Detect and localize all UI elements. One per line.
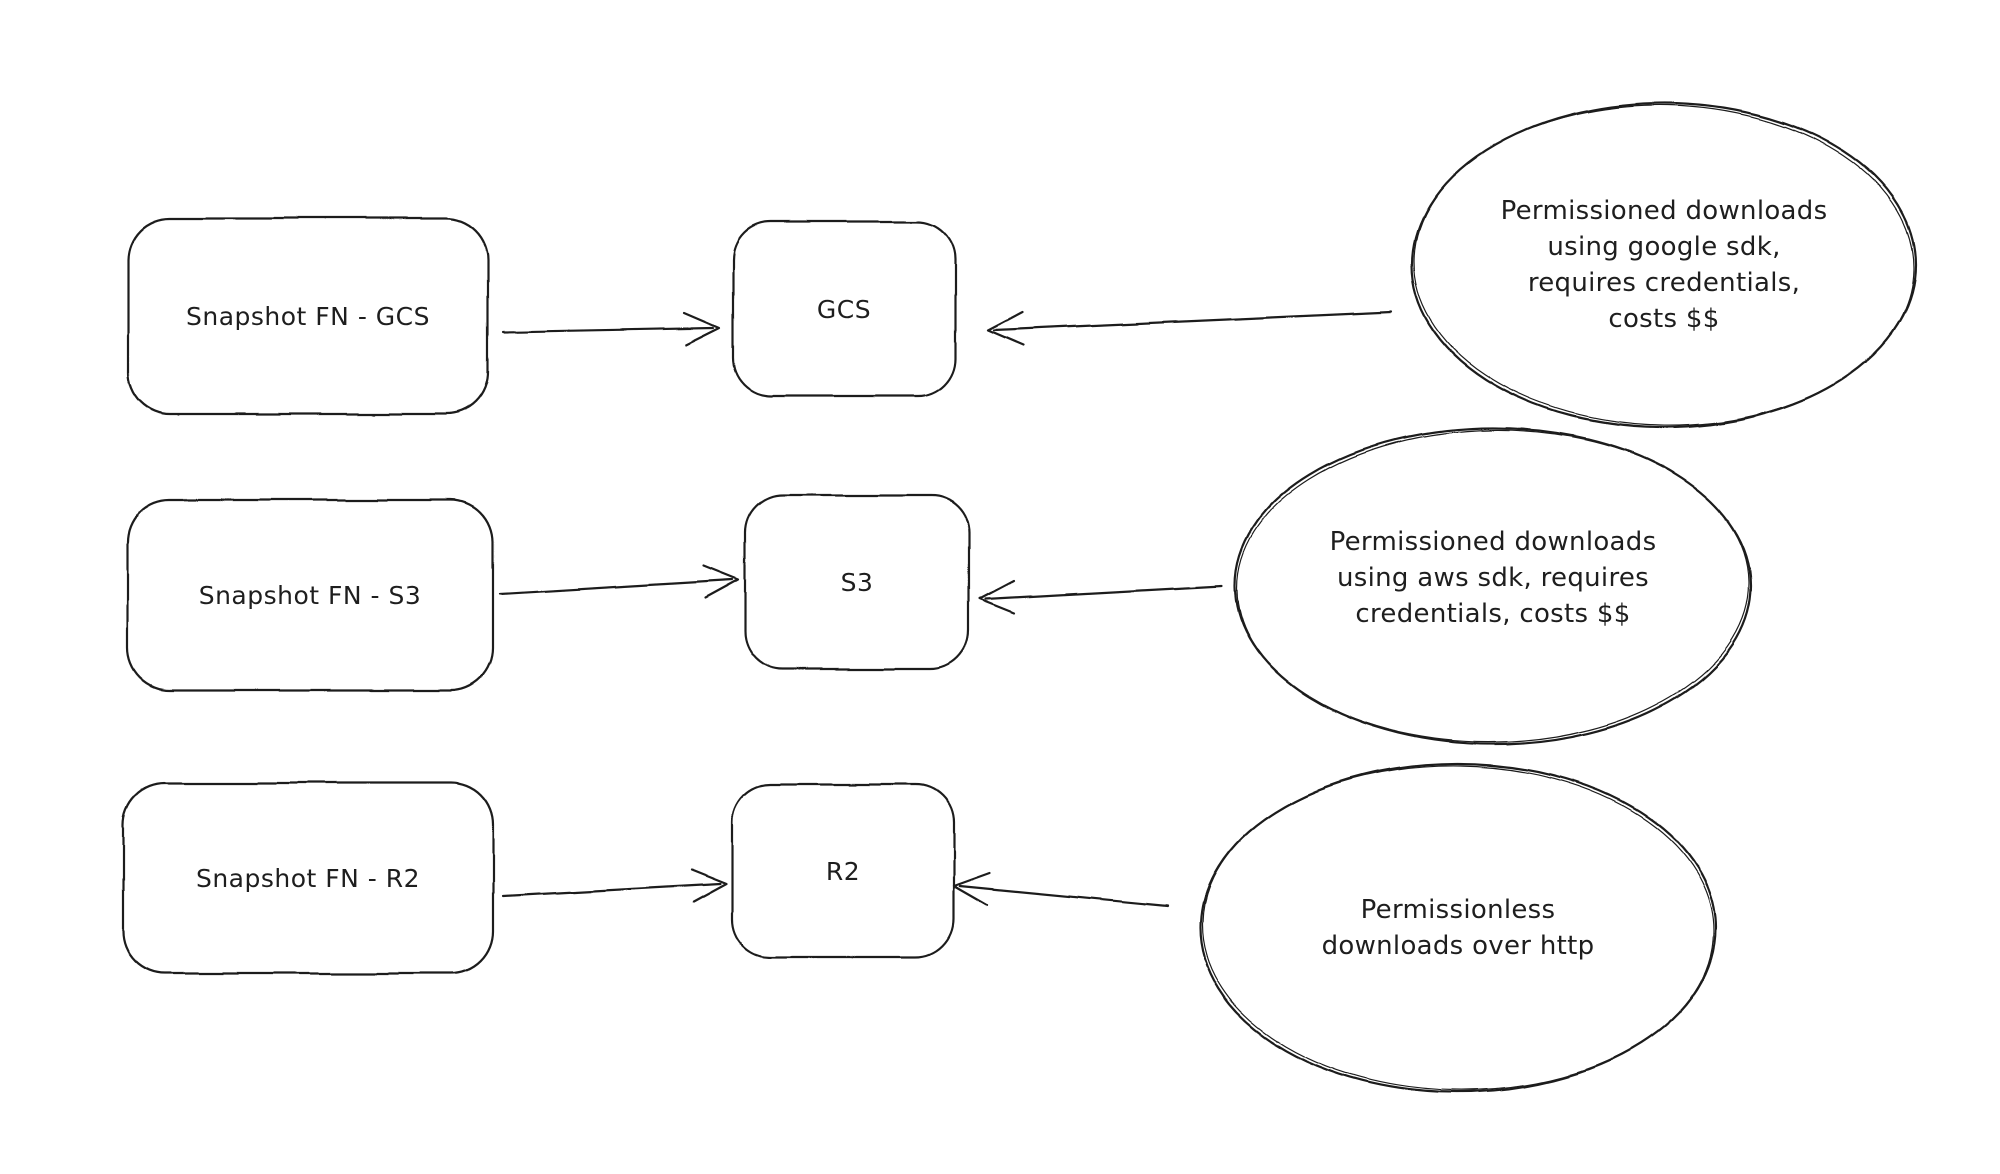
s3-note-ellipse bbox=[1233, 426, 1753, 746]
s3-box bbox=[743, 493, 971, 671]
arrow-snapshot-to-gcs bbox=[501, 311, 722, 347]
snapshot-fn-r2-box bbox=[121, 781, 495, 975]
gcs-note-ellipse bbox=[1410, 101, 1918, 429]
arrowhead-left-icon bbox=[952, 871, 992, 907]
arrowhead-right-icon bbox=[701, 564, 740, 600]
arrow-r2-note-to-r2 bbox=[952, 871, 1170, 908]
arrow-shaft bbox=[501, 882, 722, 898]
arrow-shaft bbox=[984, 584, 1224, 601]
r2-box bbox=[730, 783, 956, 959]
arrowhead-left-icon bbox=[978, 579, 1017, 615]
r2-note-ellipse bbox=[1198, 762, 1718, 1094]
arrow-shaft bbox=[498, 578, 734, 596]
snapshot-fn-s3-box bbox=[125, 498, 495, 692]
snapshot-fn-gcs-box bbox=[126, 216, 490, 416]
arrow-snapshot-to-r2 bbox=[501, 868, 728, 904]
s3-note-ellipse-sketch-stroke bbox=[1236, 429, 1750, 743]
gcs-box bbox=[731, 220, 957, 398]
arrow-shaft bbox=[992, 310, 1394, 332]
arrowhead-left-icon bbox=[986, 310, 1025, 347]
r2-note-ellipse-sketch-stroke bbox=[1201, 765, 1715, 1091]
arrow-shaft bbox=[958, 884, 1170, 908]
arrowhead-right-icon bbox=[683, 311, 722, 347]
arrow-shaft bbox=[501, 326, 716, 334]
arrow-gcs-note-to-gcs bbox=[986, 310, 1394, 347]
gcs-note-ellipse-sketch-stroke bbox=[1413, 104, 1915, 426]
arrow-snapshot-to-s3 bbox=[498, 564, 740, 600]
arrow-s3-note-to-s3 bbox=[978, 579, 1224, 615]
arrowhead-right-icon bbox=[689, 868, 728, 904]
